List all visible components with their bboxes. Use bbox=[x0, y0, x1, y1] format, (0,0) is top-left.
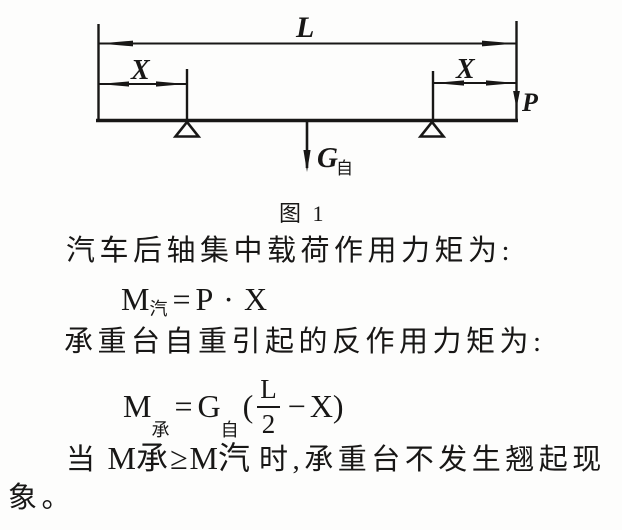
formula2-lhs: M bbox=[123, 388, 152, 425]
figure-caption: 图 1 bbox=[279, 201, 327, 226]
formula1-lhs: M bbox=[121, 281, 150, 317]
formula2-g-subscript: 自 bbox=[220, 420, 239, 441]
formula2-g: G bbox=[197, 388, 221, 425]
paragraph-load-moment: 汽车后轴集中载荷作用力矩为: bbox=[66, 235, 515, 267]
right-support-triangle-icon bbox=[417, 119, 447, 138]
left-offset-arrow-left-icon bbox=[99, 81, 129, 87]
condition-tail: 时,承重台不发生翘起现 bbox=[259, 444, 606, 476]
paragraph-reaction-moment: 承重台自重引起的反作用力矩为: bbox=[64, 326, 546, 358]
span-arrow-right-icon bbox=[482, 40, 516, 47]
formula2-close-paren: ) bbox=[332, 388, 344, 425]
formula2-minus: − bbox=[287, 388, 306, 425]
formula2-fraction-denominator: 2 bbox=[256, 406, 281, 438]
weight-label: G bbox=[317, 142, 338, 174]
right-offset-arrow-right-icon bbox=[486, 80, 516, 86]
condition-lead: 当 bbox=[66, 444, 100, 476]
left-offset-label: X bbox=[130, 55, 151, 86]
span-label: L bbox=[295, 11, 314, 44]
left-offset-arrow-right-icon bbox=[156, 81, 186, 87]
formula2-equals: = bbox=[174, 388, 193, 425]
beam-diagram: L X X P G 自 bbox=[96, 11, 539, 178]
condition-m1: M bbox=[107, 440, 136, 476]
load-arrow-icon bbox=[513, 91, 520, 108]
right-offset-label: X bbox=[455, 54, 476, 85]
formula2-x: X bbox=[309, 388, 333, 425]
formula1-lhs-subscript: 汽 bbox=[149, 298, 168, 319]
left-support-triangle-icon bbox=[172, 119, 202, 138]
formula2-open-paren: ( bbox=[242, 388, 254, 425]
weight-label-sub: 自 bbox=[336, 159, 353, 178]
formula1-x: X bbox=[243, 281, 268, 317]
formula2-fraction-numerator: L bbox=[260, 374, 277, 404]
load-label: P bbox=[521, 88, 539, 117]
condition-m2-subscript: 汽 bbox=[218, 440, 251, 476]
formula1-equals: = bbox=[172, 281, 191, 317]
span-arrow-left-icon bbox=[99, 40, 133, 47]
formula2-lhs-subscript: 承 bbox=[151, 420, 170, 441]
weight-arrowhead-icon bbox=[303, 150, 311, 172]
right-offset-arrow-left-icon bbox=[434, 80, 464, 86]
condition-geq: ≥ bbox=[169, 440, 188, 476]
condition-m1-subscript: 承 bbox=[135, 440, 168, 476]
formula1-dot: · bbox=[223, 281, 234, 317]
condition-m2: M bbox=[189, 440, 218, 476]
paragraph-continuation: 象。 bbox=[8, 482, 76, 514]
formula1-p: P bbox=[195, 281, 214, 317]
